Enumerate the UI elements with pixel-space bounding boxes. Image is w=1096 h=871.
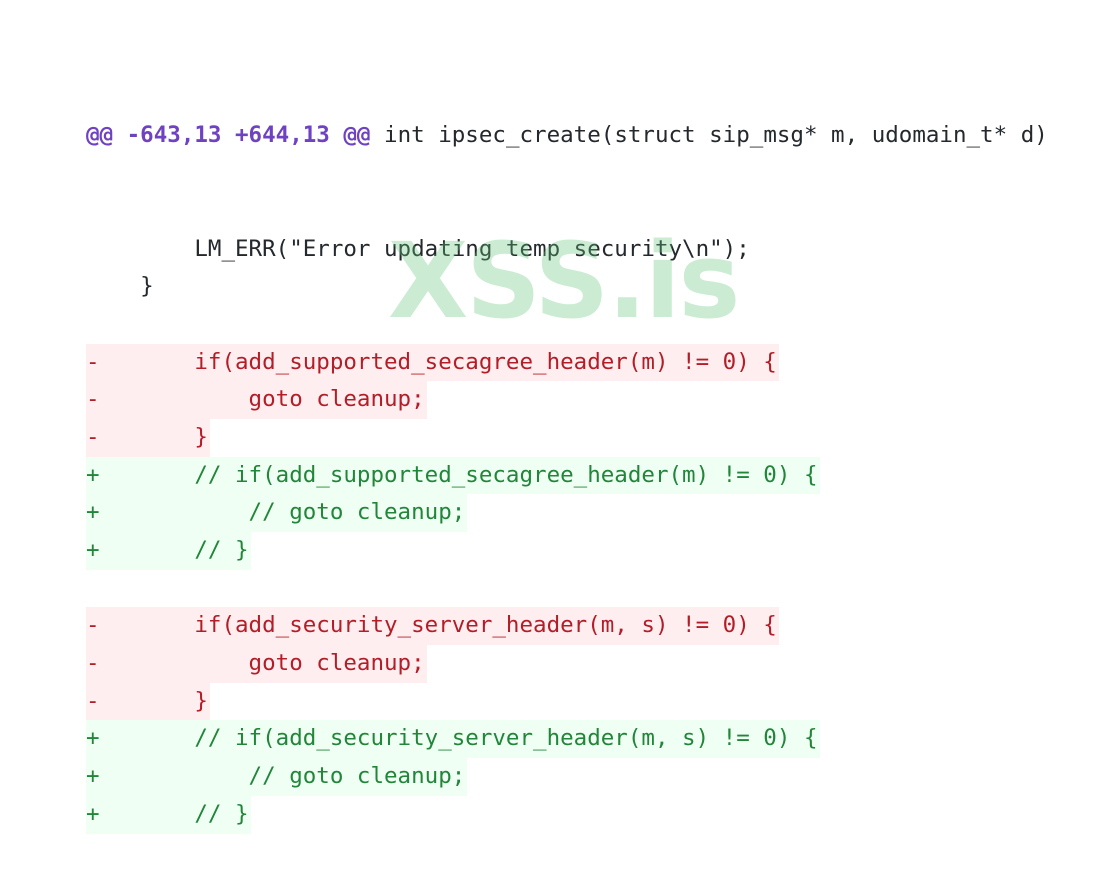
added-line: + // } <box>86 795 1048 834</box>
added-line-text: + // goto cleanup; <box>86 494 468 533</box>
diff-lines: LM_ERR("Error updating temp security\n")… <box>86 231 1048 834</box>
added-line: + // goto cleanup; <box>86 758 1048 796</box>
deleted-line: - if(add_security_server_header(m, s) !=… <box>86 607 1048 646</box>
context-line: LM_ERR("Error updating temp security\n")… <box>86 231 1048 269</box>
context-line: } <box>86 268 1048 306</box>
context-line-text: } <box>86 273 154 300</box>
added-line: + // } <box>86 532 1048 570</box>
deleted-line: - goto cleanup; <box>86 645 1048 683</box>
deleted-line: - } <box>86 418 1048 457</box>
hunk-header: @@ -643,13 +644,13 @@ int ipsec_create(s… <box>86 117 1048 155</box>
deleted-line: - if(add_supported_secagree_header(m) !=… <box>86 343 1048 382</box>
added-line-text: + // if(add_security_server_header(m, s)… <box>86 720 820 759</box>
hunk-range: @@ -643,13 +644,13 @@ <box>86 122 371 149</box>
added-line: + // goto cleanup; <box>86 494 1048 533</box>
deleted-line: - goto cleanup; <box>86 381 1048 419</box>
added-line: + // if(add_security_server_header(m, s)… <box>86 720 1048 759</box>
hunk-context: int ipsec_create(struct sip_msg* m, udom… <box>370 122 1048 149</box>
added-line-text: + // goto cleanup; <box>86 758 468 796</box>
added-line-text: + // } <box>86 795 251 834</box>
blank-line <box>86 570 1048 608</box>
deleted-line-text: - } <box>86 682 210 721</box>
added-line-text: + // } <box>86 532 251 570</box>
blank-line <box>86 306 1048 344</box>
context-line-text: LM_ERR("Error updating temp security\n")… <box>86 235 750 262</box>
deleted-line-text: - if(add_supported_secagree_header(m) !=… <box>86 343 779 382</box>
deleted-line-text: - goto cleanup; <box>86 381 427 419</box>
deleted-line-text: - } <box>86 418 210 457</box>
deleted-line-text: - if(add_security_server_header(m, s) !=… <box>86 607 779 646</box>
deleted-line-text: - goto cleanup; <box>86 645 427 683</box>
added-line-text: + // if(add_supported_secagree_header(m)… <box>86 456 820 495</box>
deleted-line: - } <box>86 682 1048 721</box>
diff-view: @@ -643,13 +644,13 @@ int ipsec_create(s… <box>86 42 1048 871</box>
added-line: + // if(add_supported_secagree_header(m)… <box>86 456 1048 495</box>
